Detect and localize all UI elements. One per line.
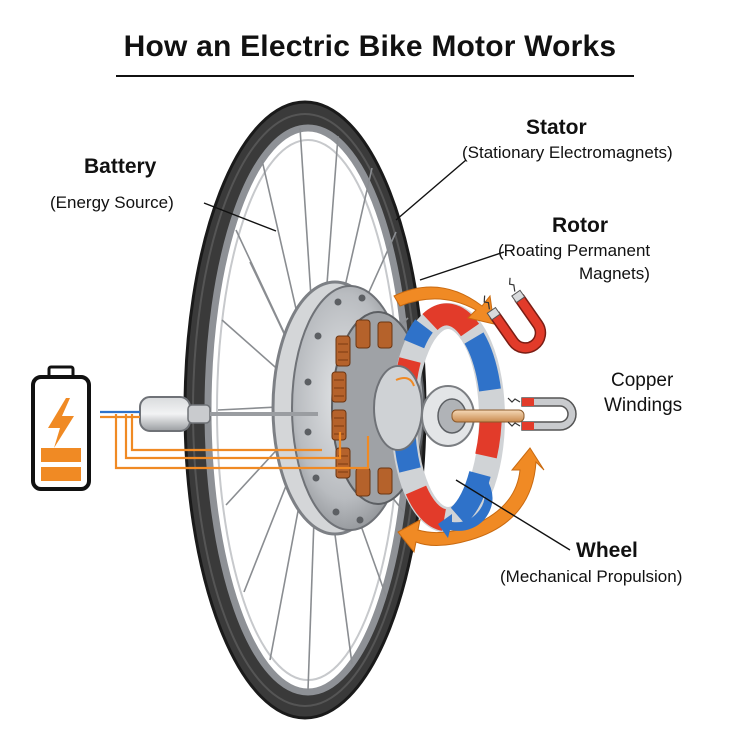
- rotation-arrow-icon: [438, 478, 493, 538]
- axle-shaft: [451, 409, 525, 423]
- copper-windings-label-line2: Windings: [604, 395, 683, 416]
- rotation-arrows-blue: [438, 478, 493, 538]
- flange-holes: [304, 294, 366, 524]
- horseshoe-magnet-icon: [507, 397, 577, 431]
- winding-lines: [334, 343, 348, 473]
- rotor-label: Rotor: [552, 214, 608, 237]
- stator-note: (Stationary Electromagnets): [462, 143, 673, 162]
- axle-assembly: [373, 365, 525, 451]
- rotation-arrow-icon: [397, 447, 545, 554]
- rotor-note-line1: (Roating Permanent: [498, 241, 651, 260]
- wheel-note: (Mechanical Propulsion): [500, 567, 683, 586]
- battery-icon: [31, 365, 91, 491]
- battery-label: Battery: [84, 155, 157, 178]
- lightning-bolt-icon: [48, 398, 74, 448]
- leader-lines: [203, 159, 571, 551]
- page-title: How an Electric Bike Motor Works: [123, 30, 617, 63]
- horseshoe-magnet-icon: [483, 277, 547, 354]
- rotor-leader: [419, 251, 505, 281]
- stator-label: Stator: [526, 116, 587, 139]
- wheel-leader: [455, 479, 571, 551]
- motor-housing: [139, 396, 318, 432]
- battery-note: (Energy Source): [50, 193, 174, 212]
- rotation-arrows: [393, 286, 545, 554]
- stator-leader: [395, 159, 467, 221]
- rotation-arrow-icon: [393, 286, 495, 325]
- battery-leader: [203, 202, 277, 232]
- battery-wires: [100, 410, 370, 470]
- copper-windings-label-line1: Copper: [611, 370, 674, 391]
- title-underline: [116, 75, 634, 77]
- rotor-note-line2: Magnets): [579, 264, 650, 283]
- wheel-label: Wheel: [576, 539, 638, 562]
- hub-motor: [271, 280, 525, 536]
